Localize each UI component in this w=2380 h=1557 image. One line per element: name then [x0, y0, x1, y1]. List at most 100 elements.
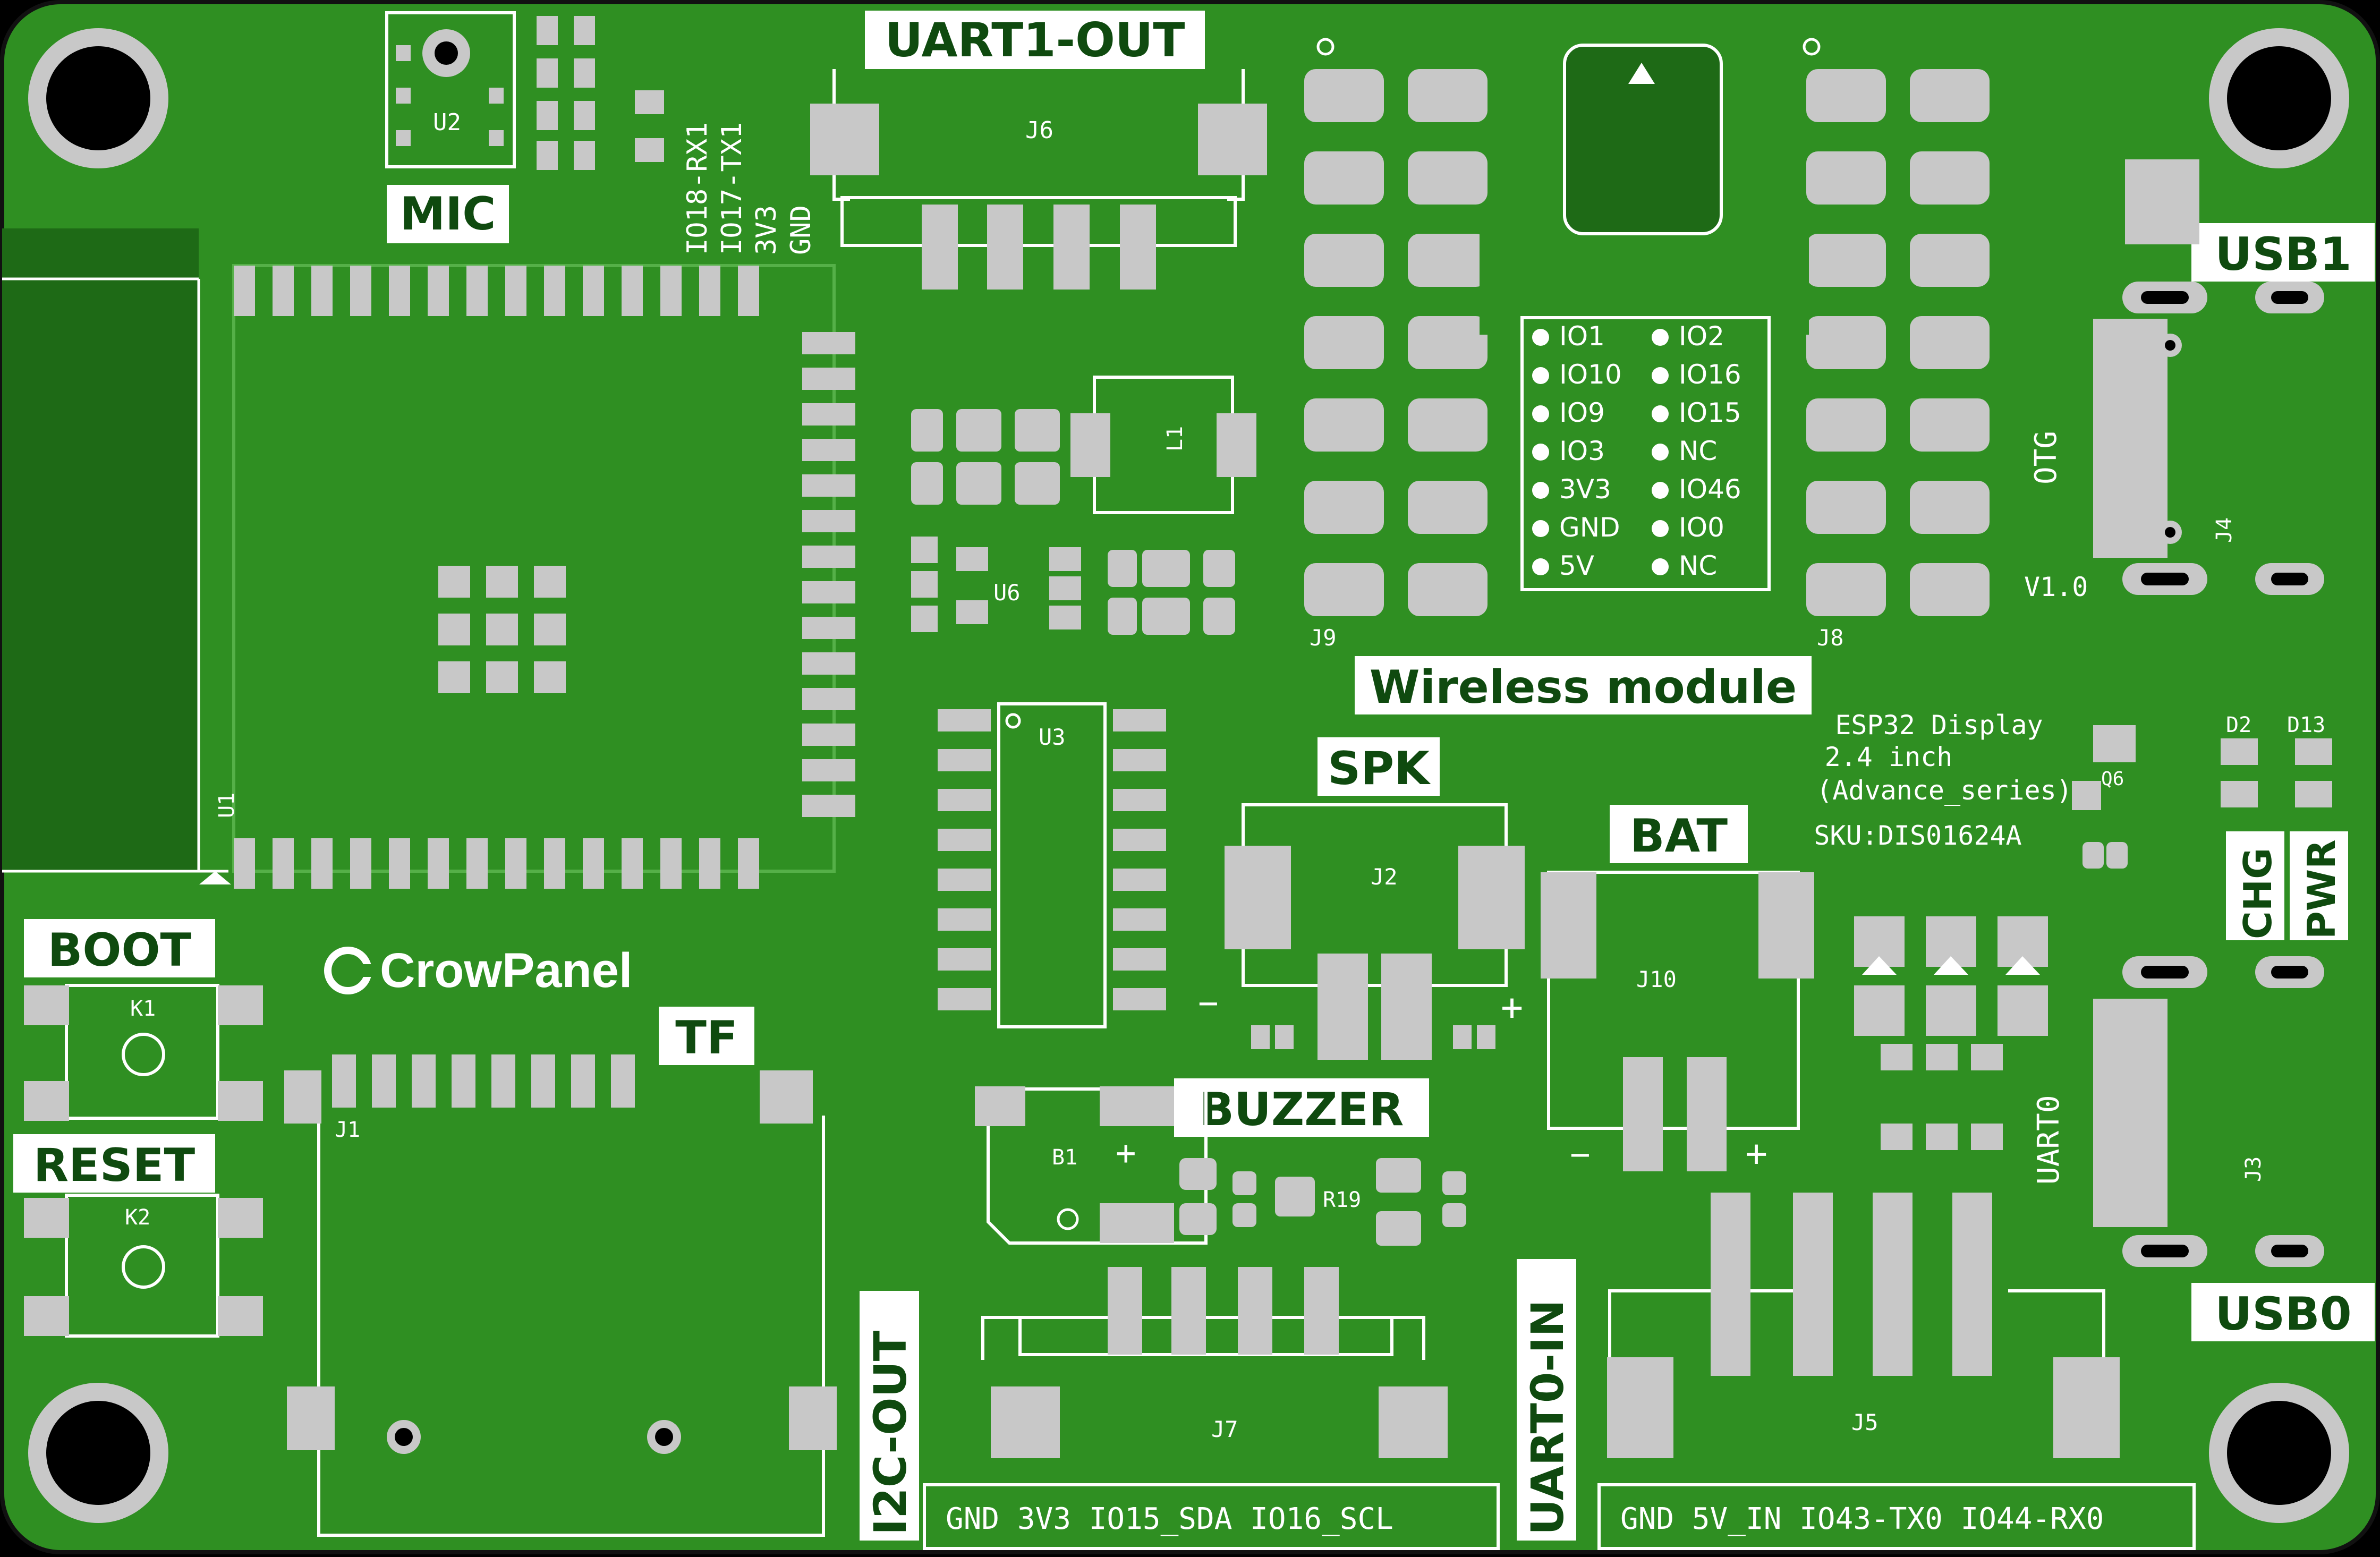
u6-passives [1108, 550, 1235, 635]
u3-pad [1113, 988, 1166, 1010]
header-pad [1304, 563, 1384, 616]
pinmap-label-right: NC [1679, 436, 1717, 466]
b1-ref: B1 [1052, 1145, 1077, 1170]
u1-pad [802, 795, 855, 817]
u1-pad [466, 266, 488, 316]
pinmap-label-left: IO1 [1559, 321, 1605, 352]
u1-pad [802, 403, 855, 426]
header-pad [1806, 69, 1886, 122]
board-sku: SKU:DIS01624A [1814, 820, 2021, 851]
board-info: ESP32 Display 2.4 inch (Advance_series) … [1814, 572, 2088, 851]
u1-pad [802, 617, 855, 639]
uart0-pin-labels: GND 5V_IN IO43-TX0 IO44-RX0 [1620, 1502, 2104, 1536]
d13-led [2295, 738, 2332, 807]
u1-pad [505, 838, 526, 889]
k1-boot-button[interactable] [24, 984, 263, 1121]
u3-pad [938, 869, 991, 891]
uart0-in-label-box: UART0-IN [1517, 1259, 1576, 1541]
header-pad [1408, 398, 1488, 452]
pinmap-dot [1532, 444, 1549, 461]
header-pad [1910, 481, 1990, 534]
header-pad [1304, 234, 1384, 287]
pinmap-label-left: IO9 [1559, 397, 1605, 428]
pinmap-label-left: IO3 [1559, 436, 1605, 466]
u1-ground-pad [534, 614, 566, 645]
reset-label: RESET [33, 1139, 196, 1192]
u3-chip [938, 702, 1166, 1028]
j9-header [1304, 69, 1488, 616]
i2c-pin-labels: GND 3V3 IO15_SDA IO16_SCL [946, 1502, 1393, 1536]
boot-label-box: BOOT [24, 919, 215, 977]
b1-buzzer [975, 1086, 1208, 1245]
mounting-hole-br [2209, 1383, 2349, 1523]
pinmap-label-right: IO2 [1679, 321, 1724, 352]
k2-reset-button[interactable] [24, 1194, 263, 1338]
u6-chip [911, 537, 1081, 632]
header-pad [1304, 398, 1384, 452]
diode-pad [1881, 1044, 1912, 1070]
usb1-label: USB1 [2215, 228, 2351, 281]
diode-symbol [1862, 956, 1897, 975]
u3-pad [1113, 908, 1166, 931]
header-pad [1304, 69, 1384, 122]
u3-pad [1113, 869, 1166, 891]
uart1-out-label: UART1-OUT [885, 13, 1185, 67]
header-pad [1910, 316, 1990, 369]
pinmap-dot [1652, 444, 1669, 461]
u1-pad [802, 474, 855, 497]
u1-pad [660, 838, 682, 889]
k2-ref: K2 [125, 1205, 150, 1230]
header-pad [1408, 481, 1488, 534]
spk-label-box: SPK [1318, 737, 1440, 796]
pinmap-dot [1532, 329, 1549, 346]
j1-pad [452, 1054, 475, 1108]
j7-i2c-connector [981, 1267, 1448, 1458]
board-version: V1.0 [2024, 572, 2088, 602]
pinmap-label-left: IO10 [1559, 359, 1622, 390]
u1-ground-pad [438, 614, 470, 645]
u1-pad [802, 688, 855, 710]
j8-header [1806, 69, 1990, 616]
j2-ref: J2 [1371, 864, 1398, 890]
j5-ref: J5 [1851, 1409, 1878, 1435]
diode-symbol [1934, 956, 1968, 975]
mic-label-box: MIC [387, 185, 509, 243]
u1-pad [234, 838, 255, 889]
j8-ref: J8 [1817, 625, 1844, 651]
u1-pad [622, 838, 643, 889]
antenna-keepout [1480, 44, 1809, 335]
boot-label: BOOT [48, 924, 192, 977]
u1-pad [428, 838, 449, 889]
pinmap-label-left: 5V [1559, 550, 1594, 581]
mounting-hole-tr [2209, 28, 2349, 168]
j1-pad [531, 1054, 555, 1108]
u1-pad [273, 838, 294, 889]
uart0-label: UART0 [2032, 1095, 2066, 1185]
u1-pad [802, 510, 855, 532]
crowpanel-logo: CrowPanel [324, 943, 632, 998]
u1-ground-pad [534, 566, 566, 598]
q6-ref: Q6 [2101, 768, 2124, 790]
bat-minus: − [1570, 1135, 1591, 1175]
pinmap-label-left: GND [1559, 512, 1620, 543]
header-pad [1408, 151, 1488, 205]
u1-ground-pad [486, 661, 518, 693]
pinmap-dot [1652, 367, 1669, 384]
header-pad [1304, 481, 1384, 534]
pwr-label-box: PWR [2290, 831, 2348, 940]
u3-pad [1113, 749, 1166, 771]
j4-usb-otg [2093, 159, 2324, 595]
uart1-pin-labels: IO18-RX1 IO17-TX1 3V3 GND [682, 122, 817, 255]
diode-pad [1881, 1124, 1912, 1150]
header-pad [1910, 69, 1990, 122]
header-pad [1806, 481, 1886, 534]
header-pad [1408, 316, 1488, 369]
u1-pad [622, 266, 643, 316]
j1-pad [611, 1054, 635, 1108]
i2c-out-label: I2C-OUT [864, 1331, 916, 1535]
header-pad [1806, 316, 1886, 369]
j6-ref: J6 [1025, 117, 1053, 144]
j7-ref: J7 [1211, 1416, 1238, 1442]
j1-pad [372, 1054, 396, 1108]
